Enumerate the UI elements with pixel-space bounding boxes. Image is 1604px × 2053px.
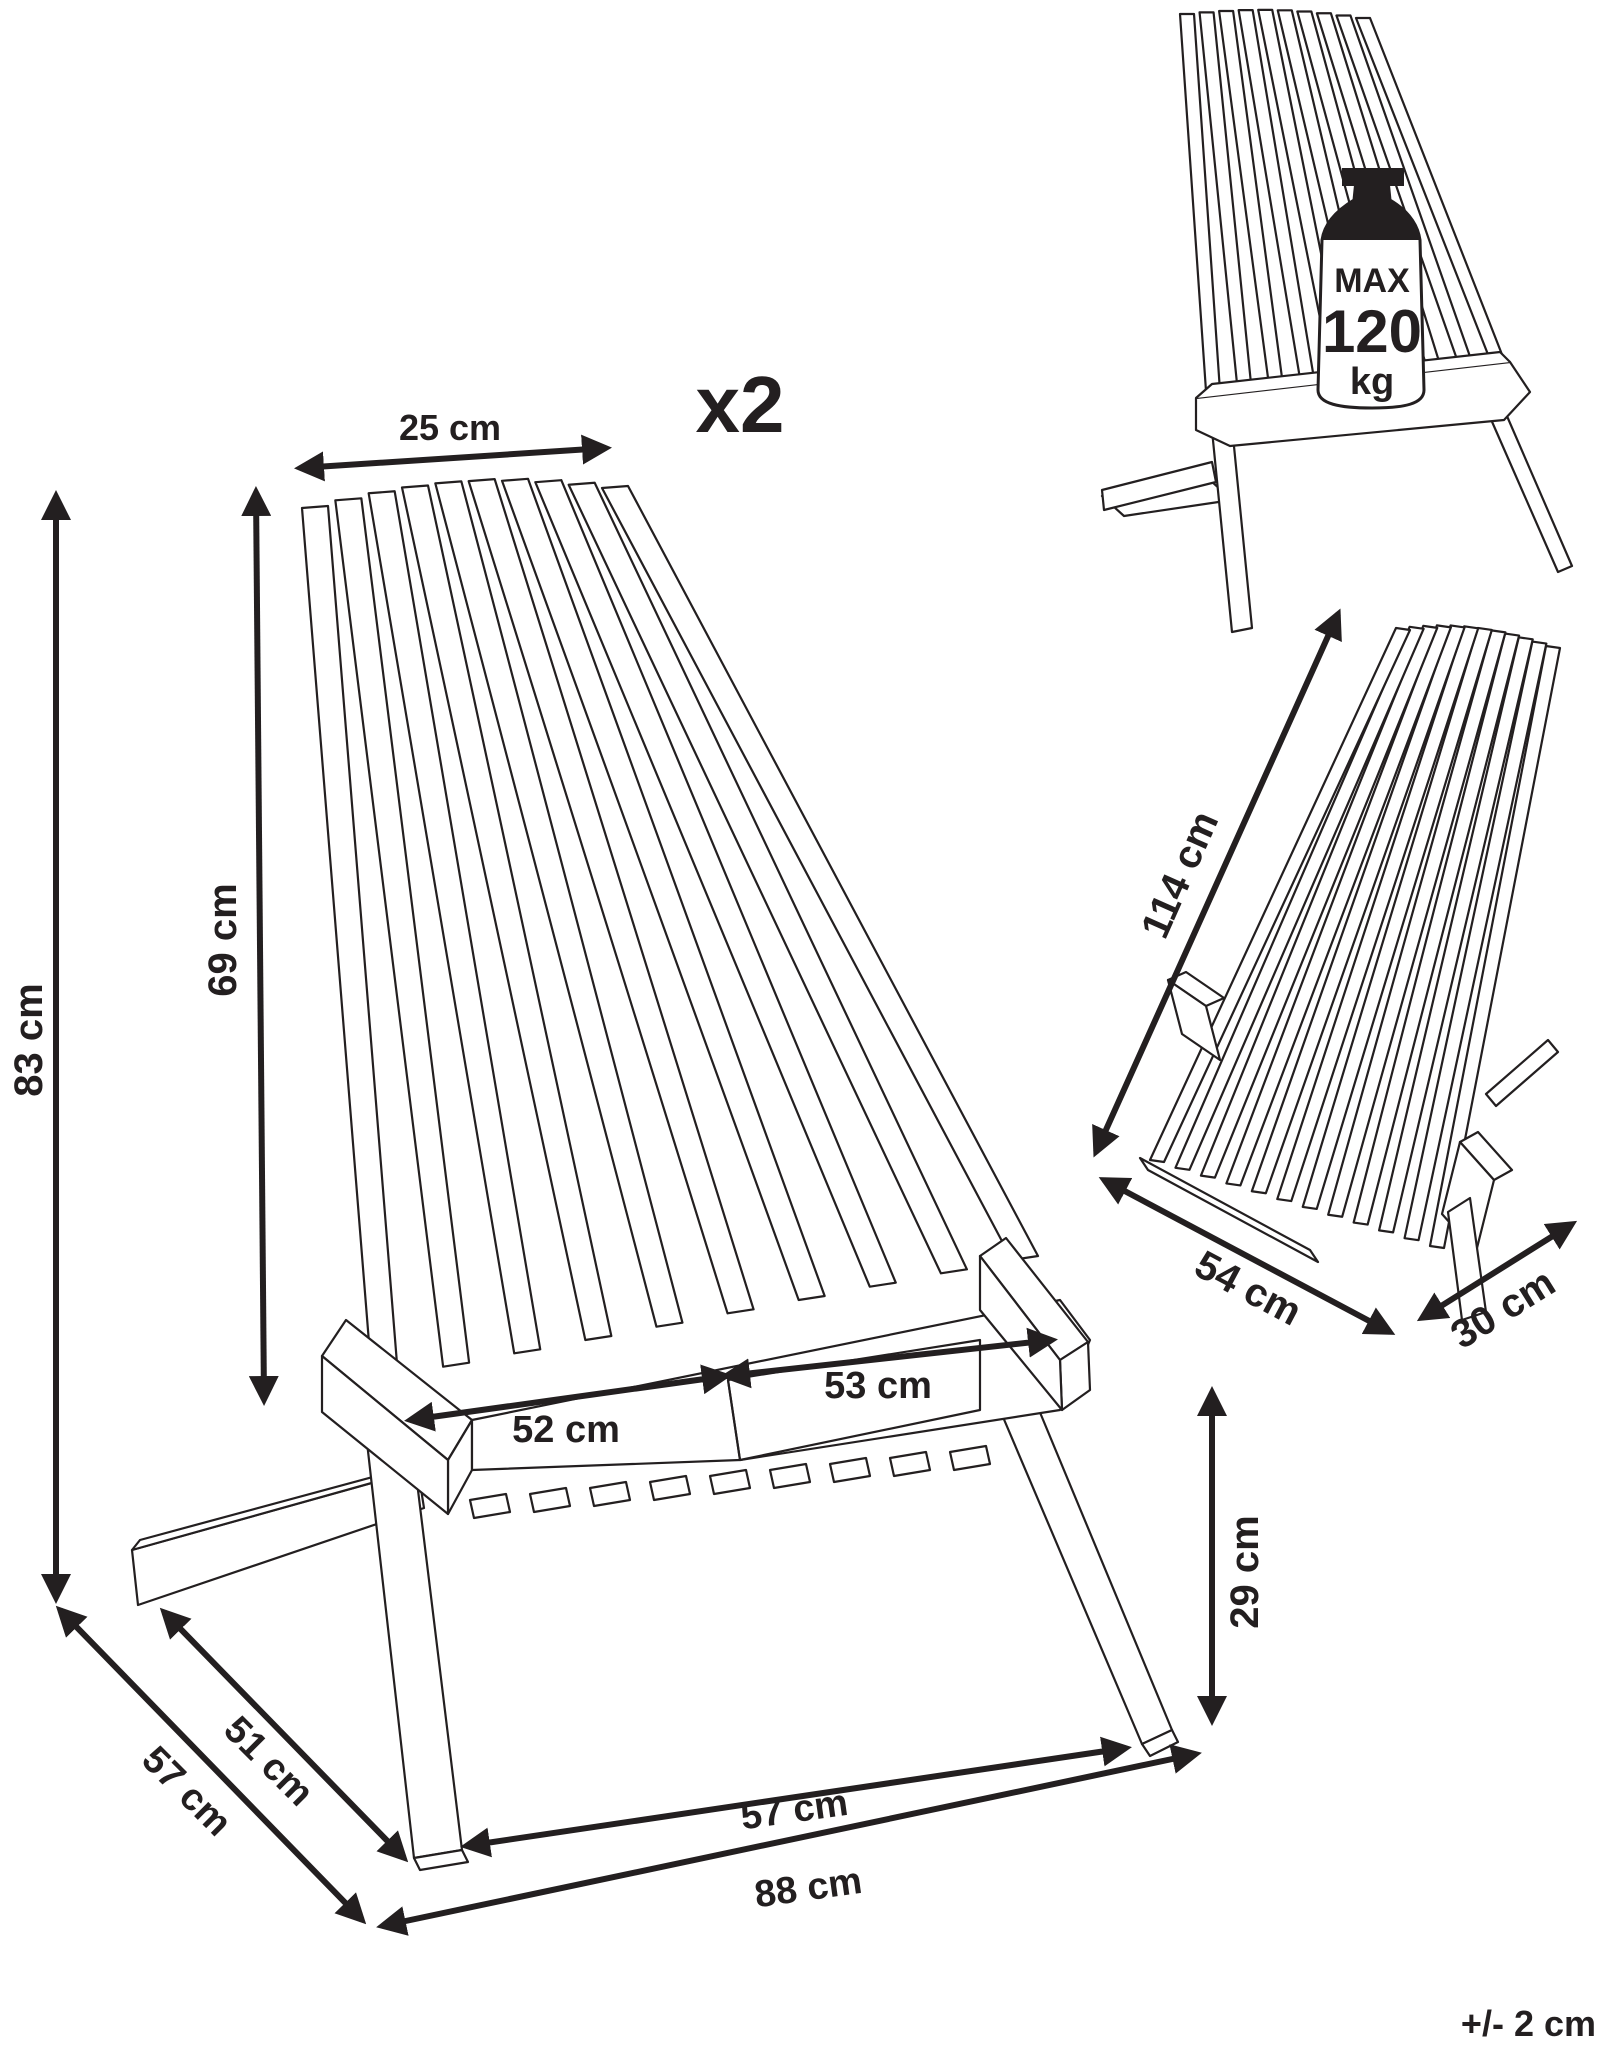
- label-seat-width: 53 cm: [824, 1365, 932, 1407]
- main-seat-underside: [468, 1444, 992, 1520]
- label-back-height: 69 cm: [201, 883, 245, 996]
- weight-max-label: MAX: [1334, 262, 1410, 300]
- main-seat-slat-end: [588, 1480, 632, 1508]
- label-folded-length: 114 cm: [1133, 805, 1227, 945]
- dim-line-top-width: [294, 434, 612, 482]
- weight-icon: MAX 120 kg: [1316, 168, 1426, 410]
- multiplier-label: x2: [696, 360, 785, 449]
- main-back-slat: [567, 481, 968, 1275]
- dim-line-outer-depth: [55, 1605, 367, 1925]
- main-back-slat: [400, 484, 613, 1342]
- weight-value-label: 120: [1322, 298, 1422, 365]
- label-top-width: 25 cm: [399, 407, 501, 448]
- label-total-height: 83 cm: [7, 983, 51, 1096]
- label-outer-depth: 57 cm: [134, 1739, 240, 1845]
- dim-line-back-height: [241, 486, 279, 1406]
- folded-dimension-lines: [1092, 608, 1578, 1335]
- dim-line-folded-thickness: [1416, 1220, 1578, 1322]
- label-total-length: 88 cm: [752, 1860, 865, 1917]
- label-seat-height: 29 cm: [1223, 1515, 1267, 1628]
- main-seat-slat-end: [948, 1444, 992, 1472]
- main-back-slat: [434, 480, 684, 1328]
- main-back-slat: [300, 504, 400, 1382]
- main-back-slat: [367, 490, 542, 1355]
- dim-line-seat-width: [720, 1327, 1058, 1389]
- main-seat-slat-end: [828, 1456, 872, 1484]
- dim-line-folded-length: [1092, 608, 1342, 1158]
- dim-line-folded-width: [1098, 1177, 1396, 1335]
- main-seat-slat-end: [888, 1450, 932, 1478]
- main-rear-leg-right: [998, 1396, 1174, 1746]
- main-back-slats: [300, 477, 1040, 1382]
- main-chair: [130, 477, 1180, 1872]
- dim-line-total-length: [376, 1744, 1202, 1936]
- label-seat-depth: 52 cm: [512, 1409, 620, 1451]
- main-seat-slat-end: [528, 1486, 572, 1514]
- main-seat-slat-end: [468, 1492, 512, 1520]
- dim-line-seat-depth: [404, 1364, 732, 1432]
- main-seat-slat-end: [648, 1474, 692, 1502]
- main-back-slat: [534, 479, 897, 1288]
- main-back-slat: [600, 484, 1040, 1262]
- main-seat-slat-end: [708, 1468, 752, 1496]
- main-seat-slat-end: [768, 1462, 812, 1490]
- weight-unit-label: kg: [1350, 361, 1394, 403]
- tolerance-label: +/- 2 cm: [1461, 2003, 1596, 2044]
- main-dimension-lines: [41, 434, 1227, 1936]
- main-back-slat: [334, 497, 471, 1368]
- weight-chair: MAX 120 kg: [1100, 8, 1574, 634]
- label-inner-depth: 51 cm: [216, 1709, 322, 1815]
- folded-chair: [1138, 624, 1562, 1322]
